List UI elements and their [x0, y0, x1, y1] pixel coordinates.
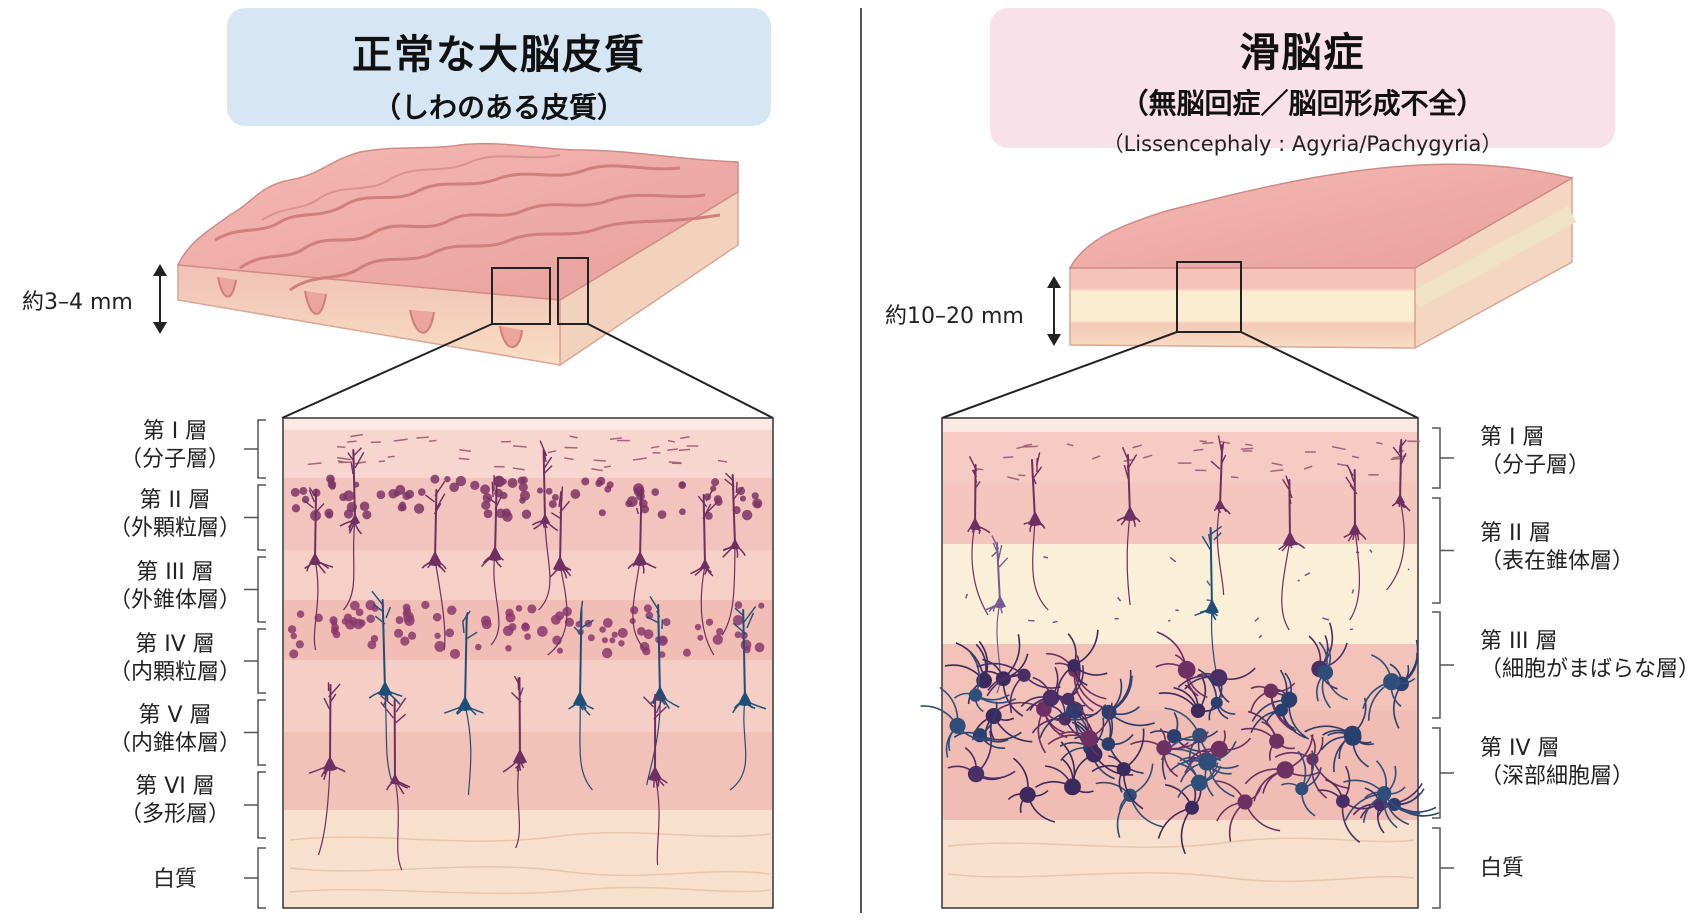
lissencephaly-thickness-arrow: [1047, 276, 1061, 346]
lissencephaly-histology-panel: [920, 417, 1440, 909]
lissencephaly-english: （Lissencephaly : Agyria/Pachygyria）: [1102, 132, 1503, 156]
normal-layer-6-label: 第 VI 層（多形層）: [119, 774, 230, 827]
normal-layer-brackets: [244, 419, 266, 909]
lissencephaly-subtitle: （無脳回症／脳回形成不全）: [1120, 87, 1485, 120]
normal-cortex-title: 正常な大脳皮質: [352, 32, 646, 78]
lissencephaly-thickness-label: 約10–20 mm: [885, 304, 1024, 329]
normal-cortex-title-box: 正常な大脳皮質 （しわのある皮質）: [227, 8, 771, 126]
lissencephaly-title-box: 滑脳症 （無脳回症／脳回形成不全） （Lissencephaly : Agyri…: [990, 8, 1615, 156]
lissencephaly-white-matter-label: 白質: [1480, 856, 1525, 881]
normal-layer-2-label: 第 II 層（外顆粒層）: [108, 488, 241, 541]
lissencephaly-layer-1-label: 第 I 層（分子層）: [1480, 425, 1591, 478]
normal-cortex-subtitle: （しわのある皮質）: [372, 91, 625, 124]
normal-layer-4-label: 第 IV 層（内顆粒層）: [108, 632, 241, 685]
normal-thickness-label: 約3–4 mm: [22, 290, 133, 315]
normal-thickness-arrow: [153, 264, 167, 334]
normal-cortex-block: [176, 142, 774, 419]
normal-layer-3-label: 第 III 層（外錐体層）: [108, 560, 241, 613]
lissencephaly-layer-2-label: 第 II 層（表在錐体層）: [1480, 521, 1635, 574]
lissencephaly-layer-brackets: [1432, 427, 1454, 909]
lissencephaly-layer-3-label: 第 III 層（細胞がまばらな層）: [1480, 629, 1701, 682]
normal-layer-5-label: 第 V 層（内錐体層）: [108, 703, 241, 756]
normal-white-matter-label: 白質: [152, 867, 197, 892]
normal-layer-1-label: 第 I 層（分子層）: [119, 419, 230, 472]
lissencephaly-title: 滑脳症: [1239, 30, 1366, 76]
center-divider: [860, 8, 862, 913]
lissencephaly-layer-4-label: 第 IV 層（深部細胞層）: [1480, 736, 1635, 789]
normal-histology-panel: [282, 417, 774, 909]
lissencephaly-block: [941, 163, 1577, 419]
